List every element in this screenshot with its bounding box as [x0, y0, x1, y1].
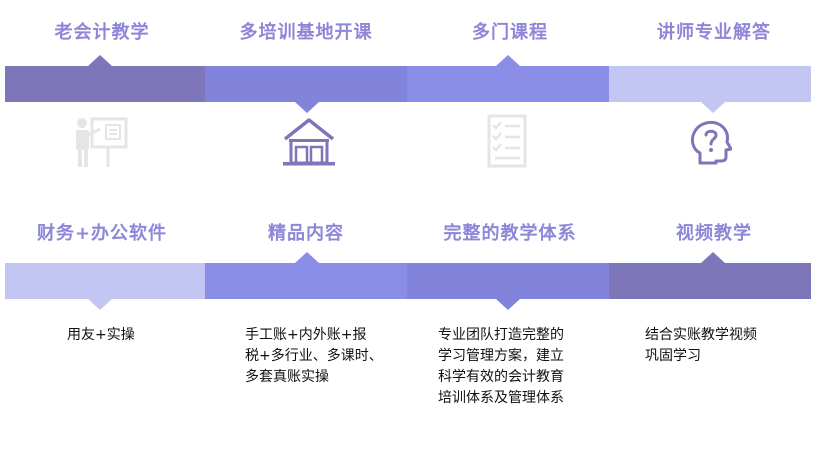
title-lecturer-answers: 讲师专业解答 [657, 22, 771, 43]
desc-line: 手工账+内外账+报 [245, 327, 367, 343]
teacher-board-icon [72, 115, 128, 169]
desc-video-teaching: 结合实账教学视频 巩固学习 [645, 325, 757, 367]
desc-line: 税+多行业、多课时、 [245, 348, 383, 364]
desc-line: 学习管理方案，建立 [438, 348, 564, 364]
band-segment-8 [609, 252, 811, 299]
desc-line: 科学有效的会计教育 [438, 369, 564, 385]
title-quality-content: 精品内容 [268, 223, 344, 244]
band-segment-1 [5, 55, 205, 102]
pointer-down [295, 102, 319, 113]
title-video-teaching: 视频教学 [676, 223, 752, 244]
band-segment-5 [5, 263, 205, 310]
title-finance-software: 财务+办公软件 [36, 223, 168, 244]
band-segment-3 [407, 55, 609, 102]
desc-complete-system: 专业团队打造完整的 学习管理方案，建立 科学有效的会计教育 培训体系及管理体系 [438, 325, 564, 409]
document-checklist-icon [485, 113, 529, 169]
pointer-down [496, 299, 520, 310]
title-old-accountant: 老会计教学 [54, 22, 150, 43]
desc-line: 结合实账教学视频 [645, 327, 757, 343]
title-courses: 多门课程 [472, 22, 548, 43]
band-segment-4 [609, 66, 811, 113]
pointer-down [88, 299, 112, 310]
desc-line: 多套真账实操 [245, 369, 329, 385]
desc-line: 专业团队打造完整的 [438, 327, 564, 343]
title-complete-system: 完整的教学体系 [443, 223, 577, 244]
house-icon [281, 117, 337, 167]
desc-quality-content: 手工账+内外账+报 税+多行业、多课时、 多套真账实操 [245, 325, 383, 388]
pointer-up [701, 252, 725, 263]
pointer-up [496, 55, 520, 66]
title-training-bases: 多培训基地开课 [239, 22, 373, 43]
desc-finance-software: 用友+实操 [67, 325, 135, 346]
band-segment-6 [205, 252, 407, 299]
pointer-up [88, 55, 112, 66]
head-question-icon [688, 119, 733, 165]
desc-line: 用友+实操 [67, 327, 135, 343]
band-segment-7 [407, 263, 609, 310]
pointer-up [295, 252, 319, 263]
pointer-down [701, 102, 725, 113]
band-segment-2 [205, 66, 407, 113]
desc-line: 培训体系及管理体系 [438, 390, 564, 406]
desc-line: 巩固学习 [645, 348, 701, 364]
